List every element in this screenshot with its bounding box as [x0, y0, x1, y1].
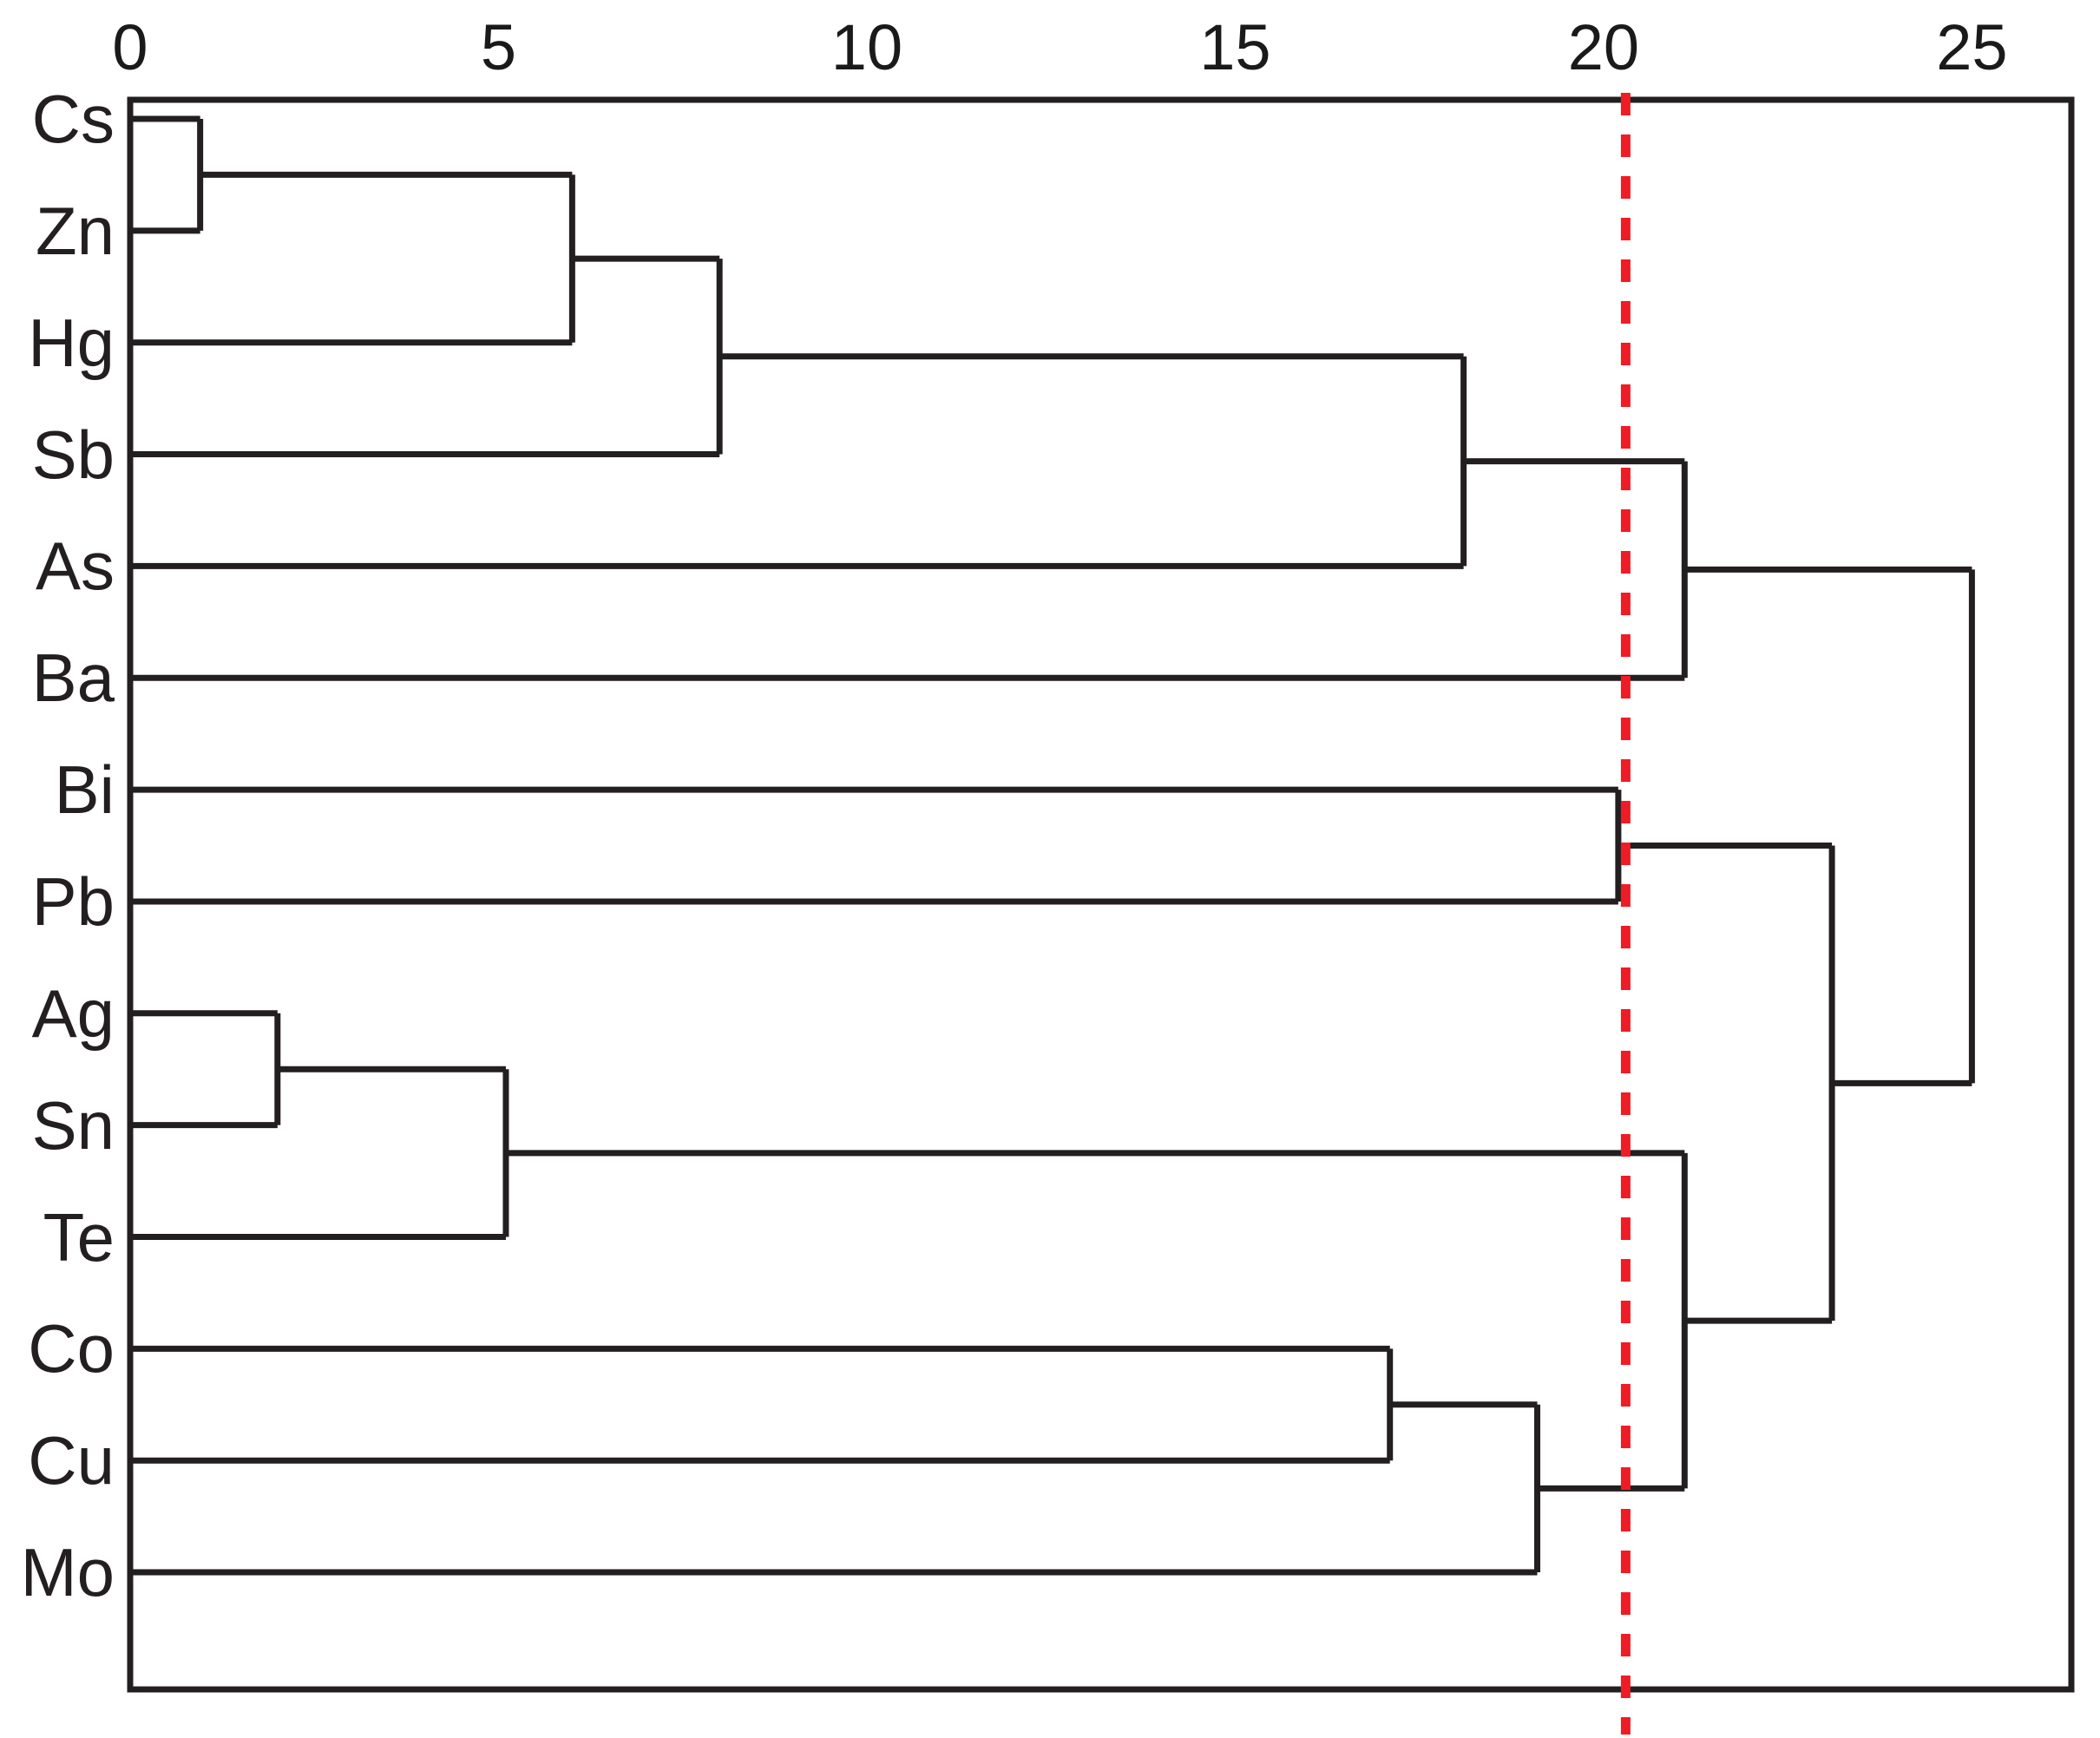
leaf-label-sn: Sn — [31, 1086, 115, 1164]
leaf-label-ag: Ag — [31, 974, 115, 1052]
leaf-label-ba: Ba — [31, 639, 115, 717]
leaf-label-cu: Cu — [28, 1422, 115, 1499]
leaf-label-pb: Pb — [31, 862, 115, 940]
axis-tick-15: 15 — [1199, 11, 1271, 83]
leaf-label-bi: Bi — [54, 751, 115, 829]
axis-tick-0: 0 — [112, 11, 148, 83]
axis-tick-25: 25 — [1936, 11, 2008, 83]
leaf-label-cs: Cs — [31, 81, 115, 157]
leaf-label-co: Co — [28, 1310, 115, 1387]
leaf-label-hg: Hg — [28, 304, 115, 381]
leaf-label-as: As — [35, 528, 115, 605]
dendrogram-links — [130, 115, 1975, 1576]
axis-tick-5: 5 — [480, 11, 517, 83]
axis-tick-10: 10 — [830, 11, 903, 83]
leaf-label-te: Te — [43, 1198, 115, 1276]
leaf-label-zn: Zn — [35, 192, 115, 269]
plot-frame — [127, 96, 2075, 1693]
leaf-label-sb: Sb — [31, 416, 115, 493]
axis-tick-20: 20 — [1567, 11, 1640, 83]
leaf-label-mo: Mo — [20, 1534, 115, 1611]
